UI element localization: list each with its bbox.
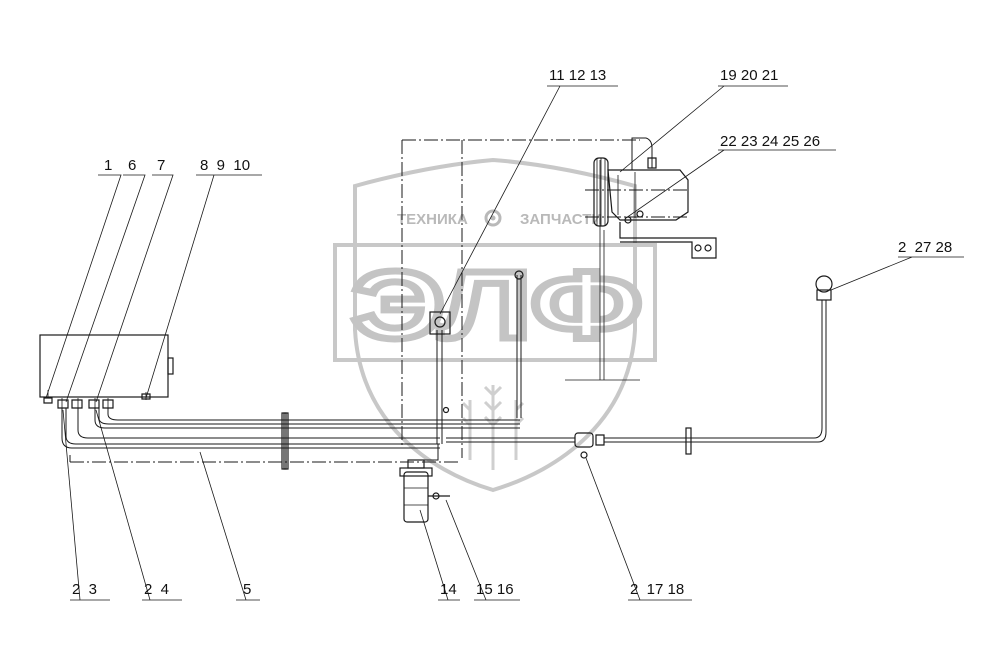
watermark-ribbon: [333, 243, 657, 362]
callout-5: 5: [243, 581, 251, 598]
callouts: 1 6 7 8 9 10 11 12 13 19 20 21 22 23 24 …: [72, 67, 952, 598]
callout-15-16: 15 16: [476, 581, 514, 598]
compressor: [593, 137, 717, 259]
leader-lines: [45, 85, 964, 601]
watermark-shield: [353, 157, 637, 493]
callout-2-17-18: 2 17 18: [630, 581, 684, 598]
callout-1: 1: [104, 157, 112, 174]
right-pipe: [446, 275, 833, 459]
tank: [39, 334, 174, 409]
callout-2-27-28: 2 27 28: [898, 239, 952, 256]
callout-2-3: 2 3: [72, 581, 97, 598]
tank-fittings: [43, 393, 151, 409]
callout-14: 14: [440, 581, 457, 598]
frame-lines: [401, 139, 690, 458]
callout-11-12-13: 11 12 13: [549, 67, 606, 84]
callout-19-20-21: 19 20 21: [720, 67, 778, 84]
watermark-big-letters: ЭЛФ: [352, 252, 642, 359]
watermark-text-right: ЗАПЧАСТИ: [520, 211, 602, 228]
callout-7: 7: [157, 157, 165, 174]
watermark-gear-icon: [484, 209, 502, 227]
riser-clamp: [429, 270, 524, 444]
filter-assembly: [399, 444, 450, 523]
watermark-logo: ТЕХНИКА ЗАПЧАСТИ ЭЛФ: [333, 157, 657, 493]
callout-8-9-10: 8 9 10: [200, 157, 250, 174]
watermark-text-left: ТЕХНИКА: [397, 211, 468, 228]
main-pipe-run: [61, 408, 520, 470]
callout-2-4: 2 4: [144, 581, 169, 598]
callout-22-26: 22 23 24 25 26: [720, 133, 820, 150]
callout-6: 6: [128, 157, 136, 174]
